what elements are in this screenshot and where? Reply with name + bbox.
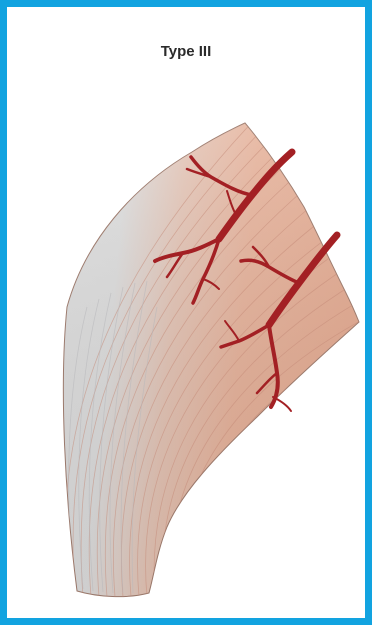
muscle-illustration <box>7 7 365 618</box>
muscle-body <box>63 123 359 597</box>
